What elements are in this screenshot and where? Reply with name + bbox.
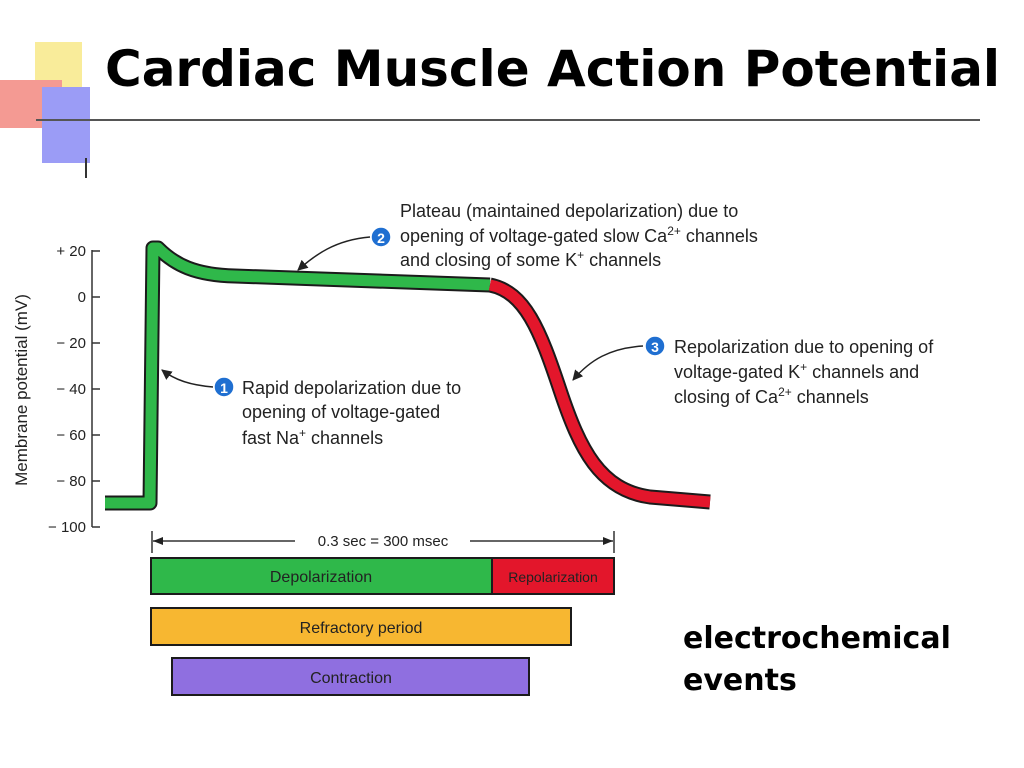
caption-line1: electrochemical <box>683 621 951 656</box>
annotation-rapid-depolarization: 1 Rapid depolarization due to opening of… <box>161 369 461 448</box>
slide-title: Cardiac Muscle Action Potential <box>105 40 1001 98</box>
svg-text:opening of voltage-gated: opening of voltage-gated <box>242 402 440 422</box>
repol-line2: voltage-gated K <box>674 362 800 382</box>
curve-depolarization-fill <box>105 242 491 509</box>
svg-text:and closing of some K+ channel: and closing of some K+ channels <box>400 248 661 270</box>
svg-text:Plateau (maintained depolariza: Plateau (maintained depolarization) due … <box>400 201 738 221</box>
curve-repolarization-fill <box>488 279 711 508</box>
annotation-repolarization: 3 Repolarization due to opening of volta… <box>572 335 934 407</box>
plateau-line3: and closing of some K <box>400 250 577 270</box>
y-tick-label: − 100 <box>48 519 86 536</box>
y-tick-label: − 60 <box>56 427 86 444</box>
y-axis-label: Membrane potential (mV) <box>12 294 31 486</box>
caption-line2: events <box>683 663 797 698</box>
svg-text:opening of voltage-gated slow: opening of voltage-gated slow Ca2+ chann… <box>400 224 758 246</box>
plateau-line2: opening of voltage-gated slow Ca <box>400 226 668 246</box>
y-axis: + 20 0 − 20 − 40 − 60 − 80 − 100 Membrane pote… <box>12 243 100 536</box>
y-tick-label: + 20 <box>56 243 86 260</box>
bar-repolarization-label: Repolarization <box>508 569 598 585</box>
rapid-line2: opening of voltage-gated <box>242 402 440 422</box>
step-number-2: 2 <box>377 230 385 246</box>
bar-refractory-label: Refractory period <box>300 620 423 637</box>
bar-repolarization <box>491 557 615 595</box>
step-number-1: 1 <box>220 380 228 396</box>
y-tick-label: − 80 <box>56 473 86 490</box>
bar-depolarization-label: Depolarization <box>270 569 372 586</box>
event-bars: Depolarization Repolarization Refractory… <box>150 557 615 696</box>
bar-contraction <box>171 657 530 696</box>
bar-depolarization <box>150 557 493 595</box>
rapid-line1: Rapid depolarization due to <box>242 378 461 398</box>
y-tick-label: − 40 <box>56 381 86 398</box>
deco-tick <box>85 158 87 178</box>
y-tick-label: 0 <box>78 289 86 306</box>
y-tick-label: − 20 <box>56 335 86 352</box>
bar-refractory-period <box>150 607 572 646</box>
svg-text:Rapid depolarization due to: Rapid depolarization due to <box>242 378 461 398</box>
caption: electrochemical events <box>683 618 951 702</box>
duration-label: 0.3 sec = 300 msec <box>318 533 449 550</box>
rapid-line3: fast Na <box>242 428 300 448</box>
repol-line3: closing of Ca <box>674 387 779 407</box>
svg-text:closing of Ca2+ channels: closing of Ca2+ channels <box>674 385 869 407</box>
annotation-plateau: 2 Plateau (maintained depolarization) du… <box>297 201 758 271</box>
svg-text:fast Na+ channels: fast Na+ channels <box>242 426 383 448</box>
deco-square-blue <box>42 87 90 163</box>
svg-text:Repolarization due to opening: Repolarization due to opening of <box>674 337 934 357</box>
bar-contraction-label: Contraction <box>310 670 392 687</box>
repol-line1: Repolarization due to opening of <box>674 337 934 357</box>
deco-divider-line <box>36 119 980 121</box>
svg-text:voltage-gated K+ channels and: voltage-gated K+ channels and <box>674 360 919 382</box>
step-number-3: 3 <box>651 339 659 355</box>
duration-bracket: 0.3 sec = 300 msec <box>151 531 615 553</box>
plateau-line1: Plateau (maintained depolarization) due … <box>400 201 738 221</box>
